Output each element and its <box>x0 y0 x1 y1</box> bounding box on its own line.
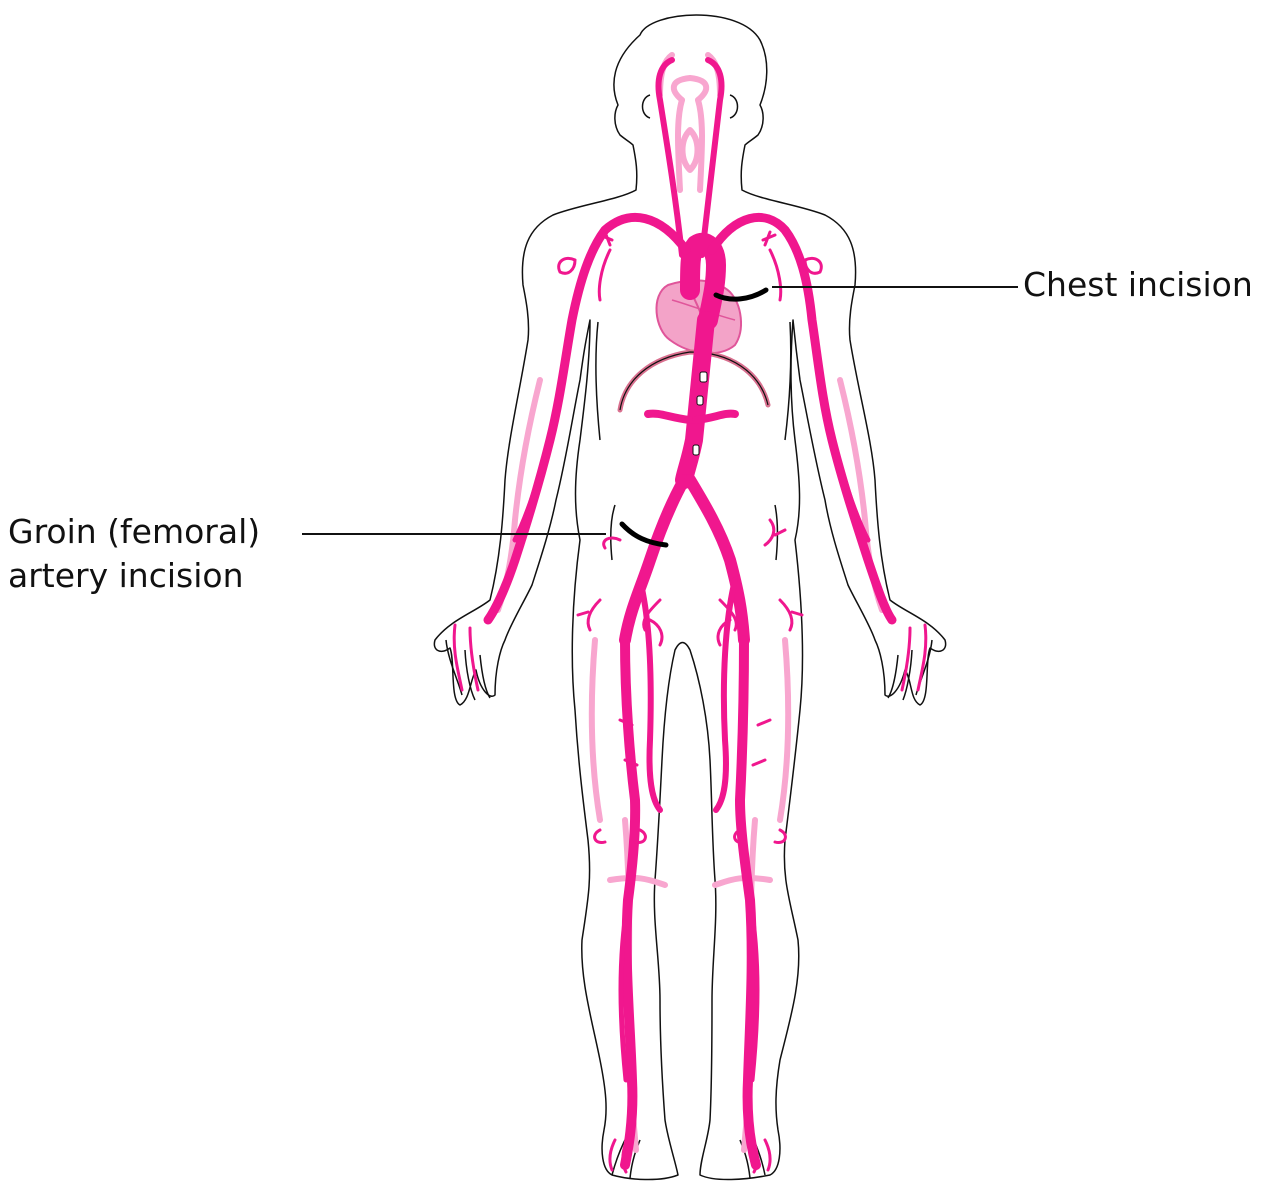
groin-label-line-1: Groin (femoral) <box>8 510 260 554</box>
head-outline <box>434 15 945 1180</box>
light-vessels <box>498 55 882 1150</box>
groin-label-line-2: artery incision <box>8 554 260 598</box>
chest-incision-label: Chest incision <box>1023 263 1253 307</box>
main-arteries <box>488 60 892 1165</box>
groin-incision-label: Groin (femoral) artery incision <box>8 510 260 598</box>
small-branches <box>454 232 926 1172</box>
body-outline <box>434 15 945 1180</box>
